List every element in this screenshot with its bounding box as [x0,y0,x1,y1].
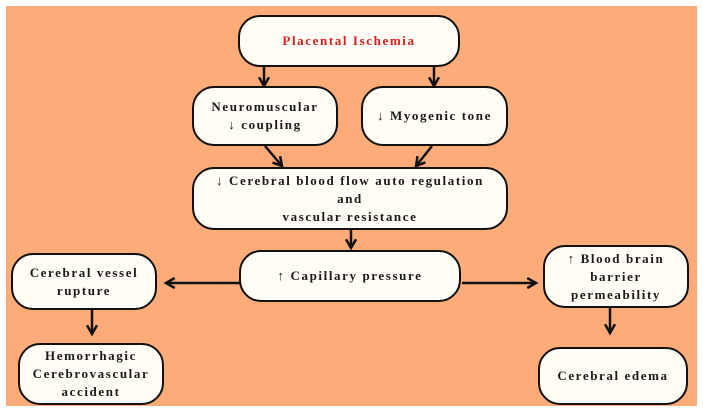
node-capillary-pressure: ↑ Capillary pressure [239,250,461,302]
node-cerebral-autoregulation: ↓ Cerebral blood flow auto regulation an… [192,167,508,230]
node-bbb-permeability: ↑ Blood brain barrier permeability [543,245,689,308]
node-myogenic-tone: ↓ Myogenic tone [361,86,508,146]
arrow-myogenic-to-autoregulation [414,145,433,168]
node-cerebral-edema: Cerebral edema [538,347,688,405]
arrow-neuromuscular-to-autoregulation [264,145,284,168]
node-cerebral-vessel-rupture: Cerebral vessel rupture [11,253,157,310]
node-hemorrhagic-cva: Hemorrhagic Cerebrovascular accident [18,343,164,405]
node-placental-ischemia: Placental Ischemia [238,15,460,67]
node-neuromuscular-coupling: Neuromuscular ↓ coupling [192,86,338,146]
